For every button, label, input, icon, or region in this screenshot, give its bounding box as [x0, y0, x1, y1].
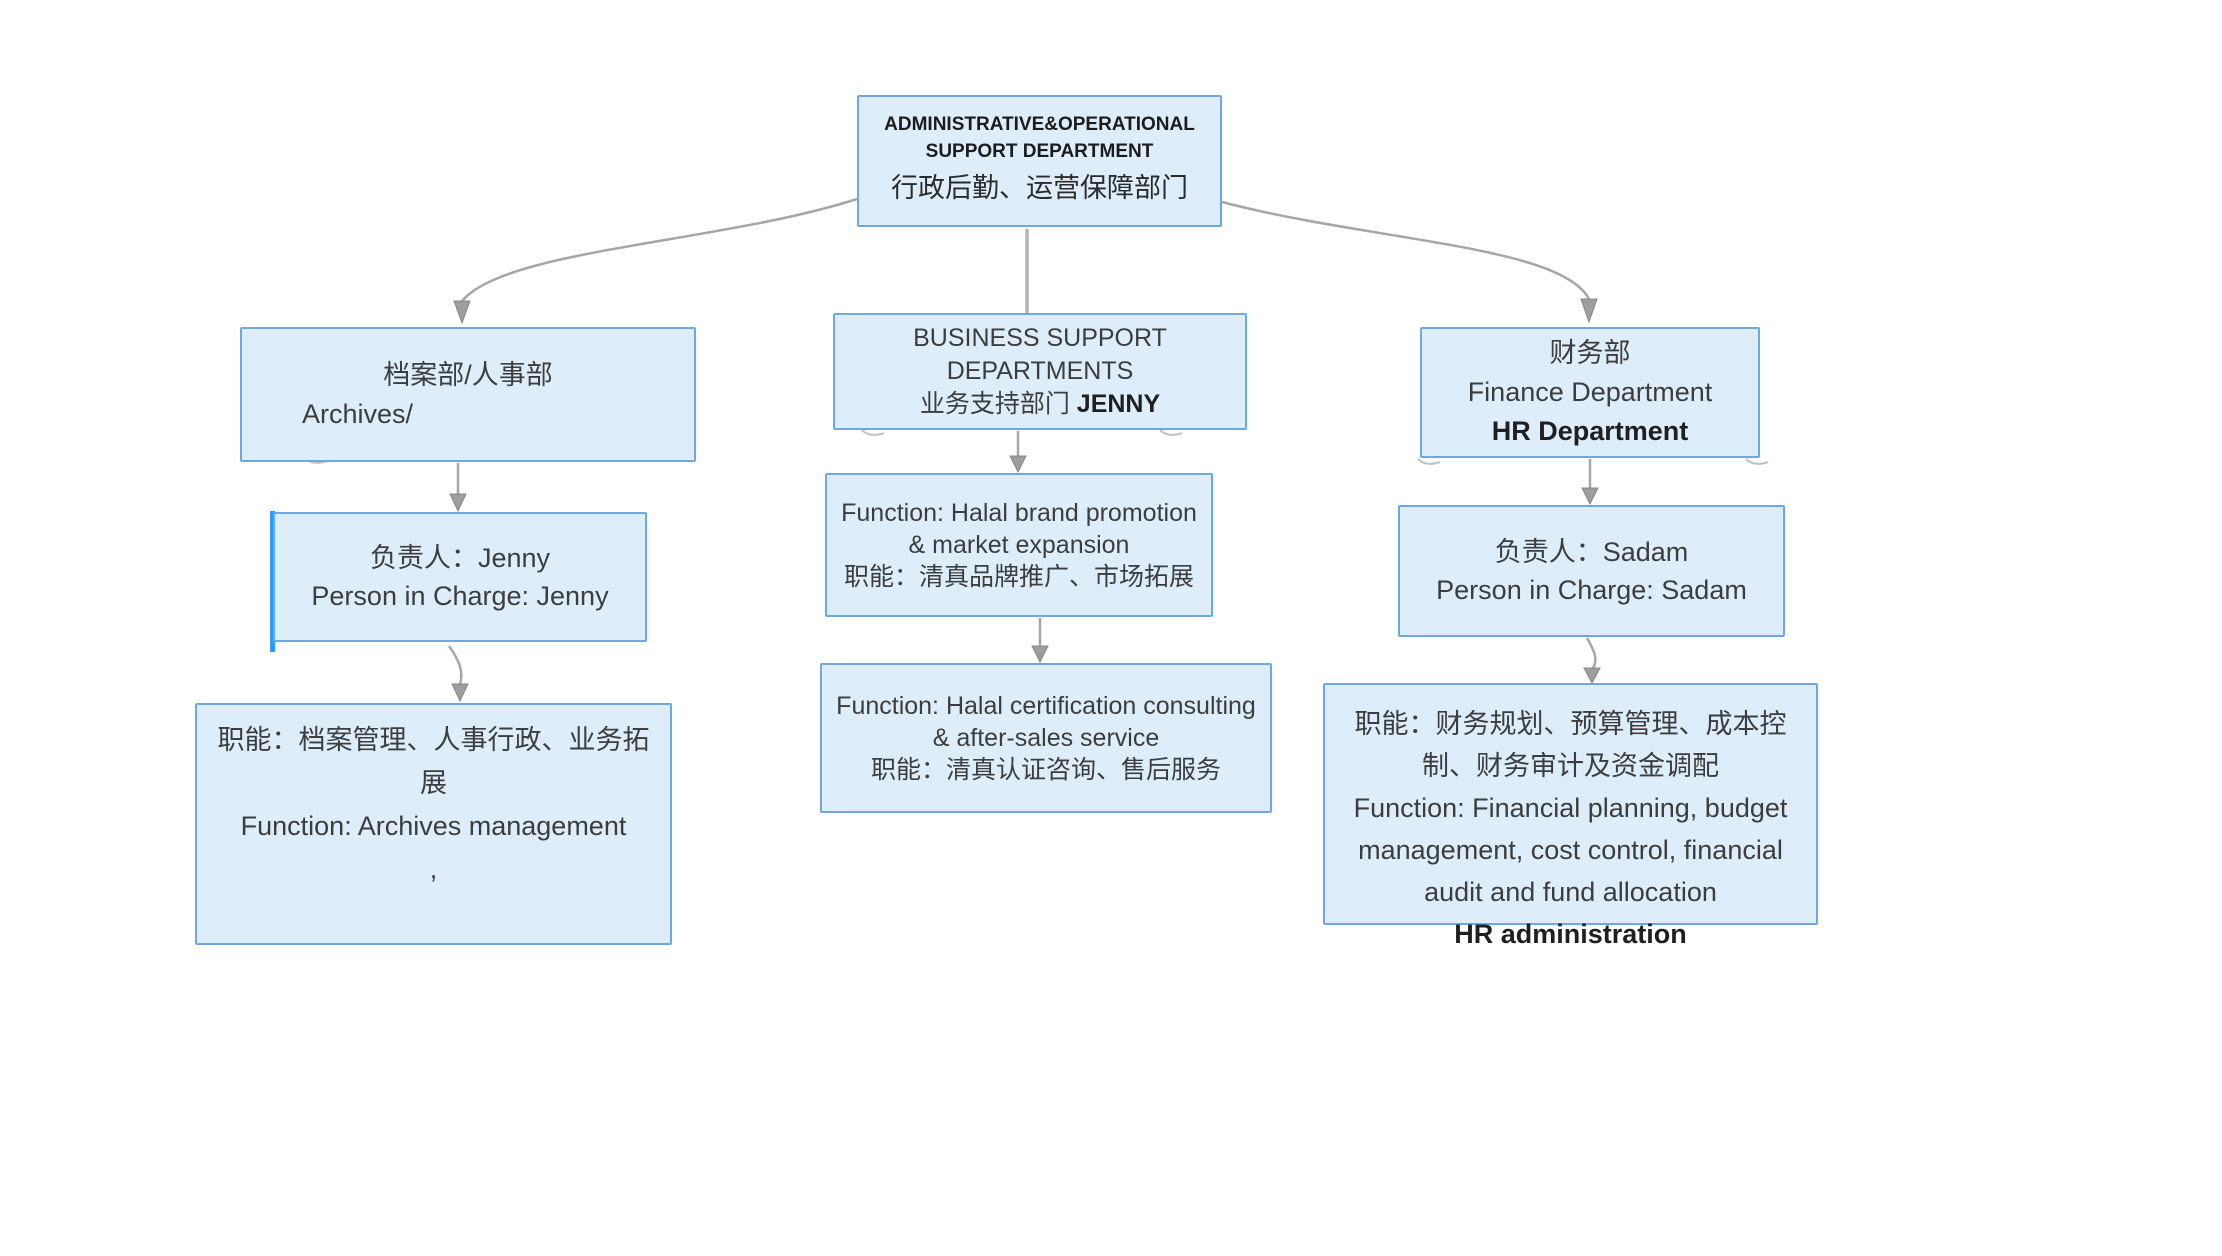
connector-finance-to-pic-arrowhead	[1581, 487, 1599, 506]
node-line: ,	[429, 854, 438, 884]
node-line: Archives/	[302, 398, 414, 429]
connector-root-to-archives-line	[461, 197, 858, 302]
node-archives-function[interactable]: 职能：档案管理、人事行政、业务拓展 Function: Archives man…	[195, 703, 672, 945]
node-line: Finance Department	[1467, 377, 1713, 407]
node-line-zh: 业务支持部门	[919, 390, 1070, 418]
node-line: 职能：财务规划、预算管理、成本控制、财务审计及资金调配	[1354, 709, 1787, 781]
connector-pic-to-finance-function-line	[1585, 637, 1597, 669]
node-finance-person-in-charge[interactable]: 负责人：Sadam Person in Charge: Sadam	[1398, 505, 1785, 637]
connector-root-to-archives-arrowhead	[453, 300, 471, 325]
node-archives-hr-department[interactable]: 档案部/人事部 Archives/	[240, 327, 696, 462]
node-title-zh: 行政后勤、运营保障部门	[891, 173, 1188, 203]
node-line: Function: Financial planning, budget man…	[1353, 793, 1788, 907]
node-line: Person in Charge: Jenny	[311, 581, 609, 611]
node-line: HR Department	[1491, 416, 1689, 446]
node-line: Function: Archives management	[240, 811, 627, 841]
node-line: 职能：档案管理、人事行政、业务拓展	[217, 725, 650, 798]
stray-mark	[1417, 458, 1441, 465]
connector-pic-to-finance-function-arrowhead	[1583, 667, 1601, 685]
node-business-function-certification[interactable]: Function: Halal certification consulting…	[820, 663, 1272, 813]
stray-mark	[1159, 429, 1183, 436]
node-line: 职能：清真品牌推广、市场拓展	[843, 563, 1194, 591]
node-line: 负责人：Sadam	[1494, 537, 1689, 567]
node-line: 业务支持部门 JENNY	[835, 388, 1245, 421]
connector-pic-to-archives-function-line	[447, 645, 463, 685]
node-line: BUSINESS SUPPORT DEPARTMENTS	[913, 324, 1167, 385]
selection-highlight-bar	[270, 511, 275, 652]
stray-mark	[861, 429, 885, 436]
node-administrative-operational-support[interactable]: ADMINISTRATIVE&OPERATIONAL SUPPORT DEPAR…	[857, 95, 1222, 227]
node-title-en: ADMINISTRATIVE&OPERATIONAL SUPPORT DEPAR…	[884, 114, 1195, 162]
node-business-support-departments[interactable]: BUSINESS SUPPORT DEPARTMENTS 业务支持部门 JENN…	[833, 313, 1247, 430]
connector-root-to-finance-line	[1221, 200, 1591, 300]
connector-function1-to-function2-arrowhead	[1031, 645, 1049, 664]
node-line: 财务部	[1549, 338, 1631, 368]
connector-business-to-function1-arrowhead	[1009, 455, 1027, 474]
node-line: 职能：清真认证咨询、售后服务	[870, 756, 1221, 784]
connector-archives-to-pic-arrowhead	[449, 493, 467, 513]
node-line: 档案部/人事部	[383, 359, 553, 390]
node-line: 负责人：Jenny	[369, 543, 551, 573]
node-line: Function: Halal brand promotion & market…	[841, 499, 1197, 559]
node-finance-function[interactable]: 职能：财务规划、预算管理、成本控制、财务审计及资金调配 Function: Fi…	[1323, 683, 1818, 949]
connector-root-to-finance-arrowhead	[1580, 298, 1598, 324]
node-business-function-promotion[interactable]: Function: Halal brand promotion & market…	[825, 473, 1213, 617]
node-line: Function: Halal certification consulting…	[836, 692, 1256, 752]
node-line: Person in Charge: Sadam	[1436, 575, 1747, 605]
node-line: HR administration	[1454, 919, 1687, 949]
stray-mark	[1745, 458, 1769, 465]
node-finance-department[interactable]: 财务部 Finance Department HR Department	[1420, 327, 1760, 458]
node-archives-person-in-charge[interactable]: 负责人：Jenny Person in Charge: Jenny	[273, 512, 647, 642]
connector-pic-to-archives-function-arrowhead	[451, 683, 469, 703]
node-line-owner: JENNY	[1076, 390, 1161, 418]
